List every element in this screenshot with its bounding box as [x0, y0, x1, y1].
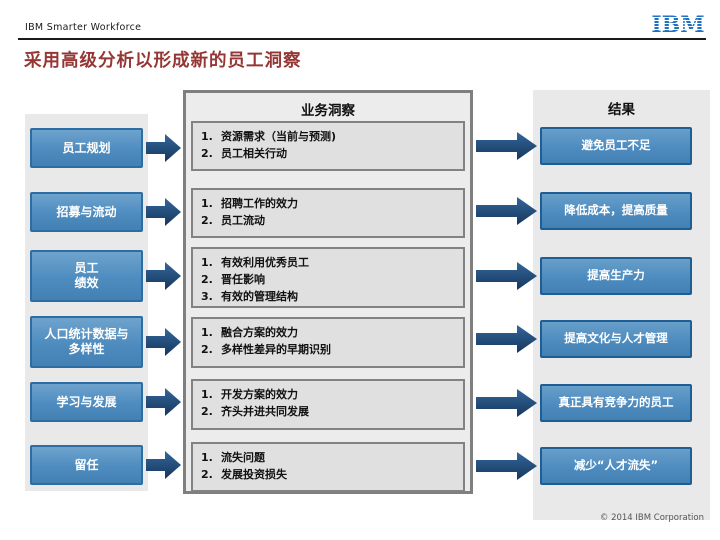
result-box: 避免员工不足	[540, 127, 692, 165]
category-box-demographics-diversity: 人口统计数据与 多样性	[30, 316, 143, 368]
right-arrow-icon	[146, 262, 181, 290]
right-arrow-icon	[476, 452, 537, 480]
insight-item: 员工相关行动	[221, 147, 287, 161]
category-label: 学习与发展	[56, 394, 117, 409]
insight-item: 发展投资损失	[221, 468, 287, 482]
right-arrow-icon	[476, 262, 537, 290]
insight-item: 有效的管理结构	[221, 290, 298, 304]
insight-item: 齐头并进共同发展	[221, 405, 309, 419]
insight-item: 有效利用优秀员工	[221, 256, 309, 269]
categories-column-background	[25, 114, 148, 491]
result-label: 减少“人才流失”	[573, 458, 659, 473]
category-box-learning-development: 学习与发展	[30, 382, 143, 422]
insights-header: 业务洞察	[301, 103, 355, 119]
right-arrow-icon	[146, 198, 181, 226]
result-box: 减少“人才流失”	[540, 447, 692, 485]
right-arrow-icon	[146, 388, 181, 416]
insight-item: 晋任影响	[221, 273, 265, 287]
header-divider	[18, 38, 706, 40]
category-label: 招募与流动	[56, 204, 117, 219]
right-arrow-icon	[476, 389, 537, 417]
insights-box: 流失问题 发展投资损失	[191, 442, 465, 492]
results-header: 结果	[608, 102, 635, 118]
category-label: 员工规划	[62, 140, 111, 155]
category-box-employee-performance: 员工 绩效	[30, 250, 143, 302]
insight-item: 流失问题	[221, 451, 265, 464]
copyright: © 2014 IBM Corporation	[599, 513, 704, 523]
right-arrow-icon	[476, 325, 537, 353]
ibm-logo-icon: IBM	[651, 12, 704, 38]
insight-item: 员工流动	[221, 214, 265, 228]
insight-item: 多样性差异的早期识别	[221, 343, 331, 357]
insights-box: 有效利用优秀员工 晋任影响 有效的管理结构	[191, 247, 465, 308]
ibm-logo-text: IBM	[652, 12, 704, 36]
result-box: 提高生产力	[540, 257, 692, 295]
result-label: 降低成本，提高质量	[564, 203, 668, 218]
result-box: 降低成本，提高质量	[540, 192, 692, 230]
category-box-retention: 留任	[30, 445, 143, 485]
right-arrow-icon	[476, 197, 537, 225]
right-arrow-icon	[146, 328, 181, 356]
insight-item: 招聘工作的效力	[221, 197, 298, 210]
insight-item: 资源需求（当前与预测)	[221, 130, 337, 143]
page-title: 采用高级分析以形成新的员工洞察	[24, 51, 302, 71]
category-label: 员工 绩效	[74, 261, 99, 290]
category-box-workforce-planning: 员工规划	[30, 128, 143, 168]
brand-text: IBM Smarter Workforce	[25, 22, 142, 33]
insights-box: 资源需求（当前与预测) 员工相关行动	[191, 121, 465, 171]
insights-box: 招聘工作的效力 员工流动	[191, 188, 465, 238]
right-arrow-icon	[476, 132, 537, 160]
result-label: 避免员工不足	[581, 138, 651, 153]
right-arrow-icon	[146, 134, 181, 162]
insights-box: 融合方案的效力 多样性差异的早期识别	[191, 317, 465, 368]
result-label: 提高生产力	[587, 268, 645, 283]
result-label: 真正具有竞争力的员工	[558, 395, 674, 410]
right-arrow-icon	[146, 451, 181, 479]
insight-item: 融合方案的效力	[221, 326, 298, 339]
result-box: 真正具有竞争力的员工	[540, 384, 692, 422]
insight-item: 开发方案的效力	[221, 388, 298, 401]
category-label: 人口统计数据与 多样性	[44, 327, 129, 356]
category-box-recruiting-mobility: 招募与流动	[30, 192, 143, 232]
category-label: 留任	[74, 457, 99, 472]
insights-box: 开发方案的效力 齐头并进共同发展	[191, 379, 465, 430]
result-label: 提高文化与人才管理	[564, 331, 668, 346]
result-box: 提高文化与人才管理	[540, 320, 692, 358]
